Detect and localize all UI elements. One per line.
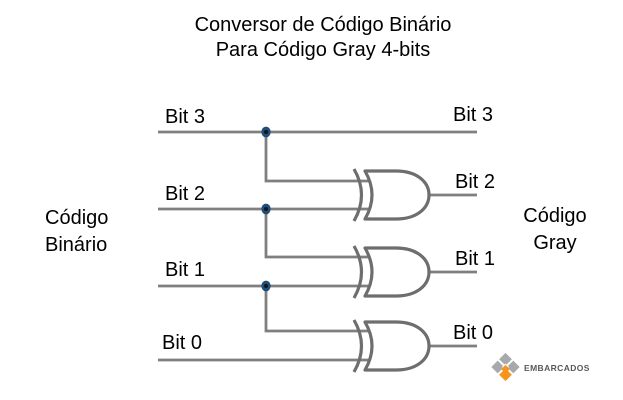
xor-body xyxy=(363,169,431,221)
output-bit1-label: Bit 1 xyxy=(455,248,496,270)
xor-gate-bit1 xyxy=(352,245,431,299)
embarcados-logo-text: EMBARCADOS xyxy=(524,362,590,373)
binary-code-label: Código Binário xyxy=(45,205,108,259)
embarcados-logo-icon xyxy=(491,352,520,382)
diagram-title: Conversor de Código Binário Para Código … xyxy=(23,13,623,63)
xor-input-arc xyxy=(352,245,364,299)
wire-branch-bit2 xyxy=(264,209,378,259)
output-bit2-label: Bit 2 xyxy=(455,171,496,193)
xor-gates xyxy=(352,168,431,373)
input-bit1-label: Bit 1 xyxy=(165,259,206,281)
junction-dots xyxy=(261,126,271,292)
binary-code-label-line1: Código xyxy=(45,207,109,229)
xor-input-arc xyxy=(352,319,364,373)
gray-code-label: Código Gray xyxy=(513,203,597,257)
title-line-2: Para Código Gray 4-bits xyxy=(215,39,431,61)
junction-bit1 xyxy=(261,280,271,292)
wire-branch-bit1 xyxy=(264,286,378,333)
input-bit2-label: Bit 2 xyxy=(165,183,206,205)
output-bit0-label: Bit 0 xyxy=(453,322,494,344)
title-line-1: Conversor de Código Binário xyxy=(194,14,452,36)
gray-code-label-line1: Código xyxy=(523,205,587,227)
xor-body xyxy=(363,320,431,372)
junction-bit2 xyxy=(261,203,271,215)
embarcados-logo: EMBARCADOS xyxy=(491,351,601,383)
binary-code-label-line2: Binário xyxy=(45,234,108,256)
output-bit3-label: Bit 3 xyxy=(453,104,494,126)
input-bit3-label: Bit 3 xyxy=(165,106,206,128)
xor-body xyxy=(363,246,431,298)
xor-gate-bit2 xyxy=(352,168,431,222)
input-bit0-label: Bit 0 xyxy=(162,332,203,354)
gray-code-label-line2: Gray xyxy=(533,232,577,254)
wire-branch-bit3 xyxy=(264,132,378,183)
xor-input-arc xyxy=(352,168,364,222)
junction-bit3 xyxy=(261,126,271,138)
wires xyxy=(158,130,477,362)
xor-gate-bit0 xyxy=(352,319,431,373)
